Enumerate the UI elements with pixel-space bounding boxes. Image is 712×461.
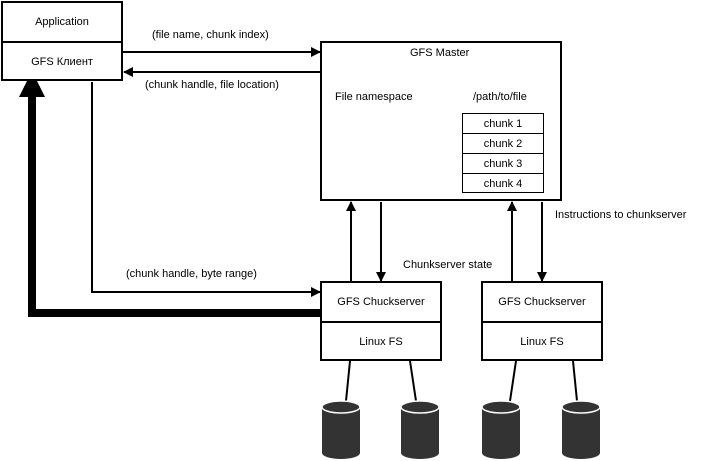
namespace-label: File namespace bbox=[335, 91, 413, 103]
data-request-label: (chunk handle, byte range) bbox=[126, 268, 257, 280]
chunk-item: chunk 3 bbox=[463, 154, 543, 174]
chunkserver-name-cell: GFS Chuckserver bbox=[483, 283, 601, 323]
data-return-arrow bbox=[19, 71, 320, 317]
chunkserver-name: GFS Chuckserver bbox=[498, 296, 586, 308]
chunkserver-name: GFS Chuckserver bbox=[337, 296, 425, 308]
chunk-item: chunk 1 bbox=[463, 114, 543, 134]
chunkserver-box: GFS Chuckserver Linux FS bbox=[481, 281, 603, 361]
reply-label: (chunk handle, file location) bbox=[145, 79, 279, 91]
disk-connector bbox=[409, 360, 417, 402]
disk-icon bbox=[321, 400, 361, 459]
disk-icon bbox=[400, 400, 440, 459]
client-cell: GFS Клиент bbox=[3, 43, 121, 81]
chunkserver-name-cell: GFS Chuckserver bbox=[322, 283, 440, 323]
data-request-arrow bbox=[91, 82, 321, 297]
chunk-list: chunk 1 chunk 2 chunk 3 chunk 4 bbox=[462, 113, 544, 193]
disk-connector bbox=[345, 360, 351, 402]
application-cell: Application bbox=[3, 3, 121, 43]
chunk-item: chunk 2 bbox=[463, 134, 543, 154]
chunk-item: chunk 4 bbox=[483, 178, 523, 190]
disk-icon bbox=[481, 400, 521, 459]
client-box: Application GFS Клиент bbox=[1, 1, 123, 81]
path-label: /path/to/file bbox=[473, 91, 527, 103]
chunkserver-state-label: Chunkserver state bbox=[403, 259, 493, 271]
linux-fs-label: Linux FS bbox=[359, 336, 403, 348]
master-title: GFS Master bbox=[410, 47, 470, 59]
disk-connector bbox=[509, 360, 517, 402]
linux-fs-label: Linux FS bbox=[520, 336, 564, 348]
disk-connector bbox=[572, 360, 578, 402]
chunkserver-box: GFS Chuckserver Linux FS bbox=[320, 281, 442, 361]
disk-icon bbox=[561, 400, 601, 459]
request-label: (file name, chunk index) bbox=[152, 29, 269, 41]
application-label: Application bbox=[35, 16, 89, 28]
linux-fs-cell: Linux FS bbox=[483, 323, 601, 361]
instructions-label: Instructions to chunkserver bbox=[555, 209, 687, 221]
client-label: GFS Клиент bbox=[31, 56, 93, 68]
master-box: GFS Master File namespace /path/to/file … bbox=[320, 41, 562, 201]
linux-fs-cell: Linux FS bbox=[322, 323, 440, 361]
